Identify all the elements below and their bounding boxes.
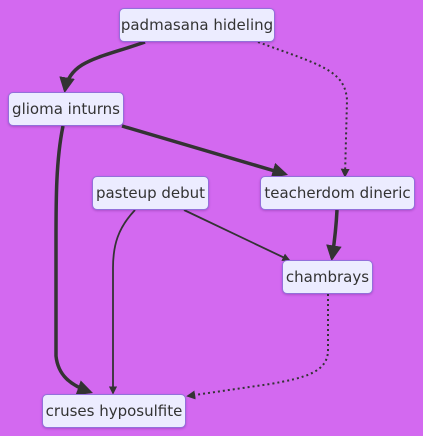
edge-glioma-to-teacherdom <box>121 124 289 178</box>
node-teacherdom-dineric: teacherdom dineric <box>260 176 415 210</box>
node-cruses-hyposulfite: cruses hyposulfite <box>42 394 186 428</box>
node-chambrays: chambrays <box>282 260 373 294</box>
edge-chambrays-to-cruses <box>186 294 329 400</box>
node-pasteup-debut: pasteup debut <box>92 176 209 210</box>
edge-glioma-to-cruses <box>54 125 93 396</box>
edge-padmasana-to-glioma <box>59 40 146 94</box>
node-padmasana-hideling: padmasana hideling <box>119 8 275 42</box>
edge-padmasana-to-teacherdom <box>257 41 350 178</box>
edge-pasteup-to-cruses <box>108 209 136 395</box>
edge-pasteup-to-chambrays <box>183 209 291 261</box>
node-glioma-inturns: glioma inturns <box>8 92 124 126</box>
edge-teacherdom-to-chambrays <box>326 209 342 262</box>
